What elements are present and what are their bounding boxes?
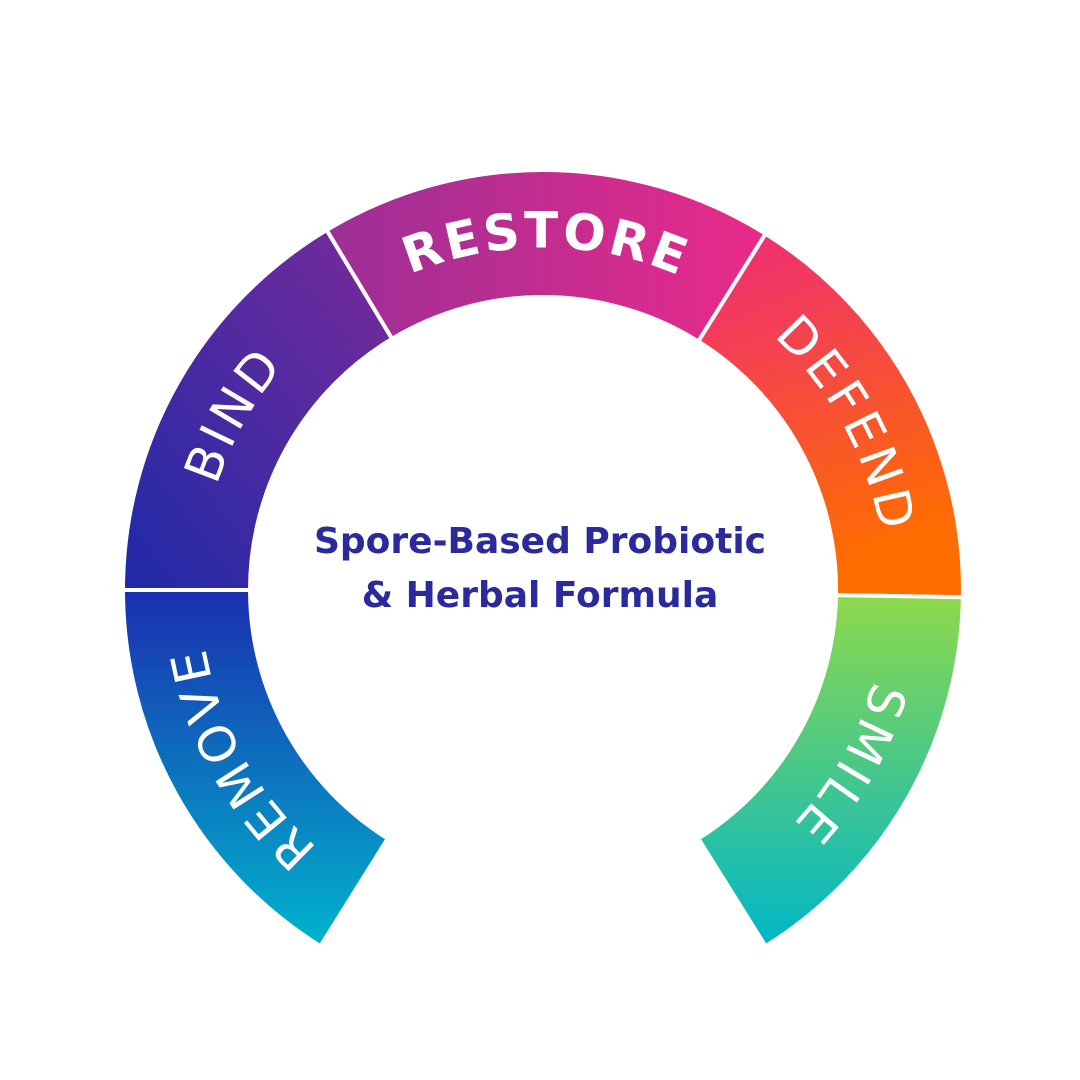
segment-smile	[695, 593, 965, 949]
center-title-line-2: & Herbal Formula	[361, 575, 719, 616]
segment-restore	[323, 168, 769, 345]
center-title: Spore-Based Probiotic & Herbal Formula	[240, 515, 840, 623]
segments-group	[120, 168, 965, 949]
center-title-line-1: Spore-Based Probiotic	[313, 521, 767, 562]
